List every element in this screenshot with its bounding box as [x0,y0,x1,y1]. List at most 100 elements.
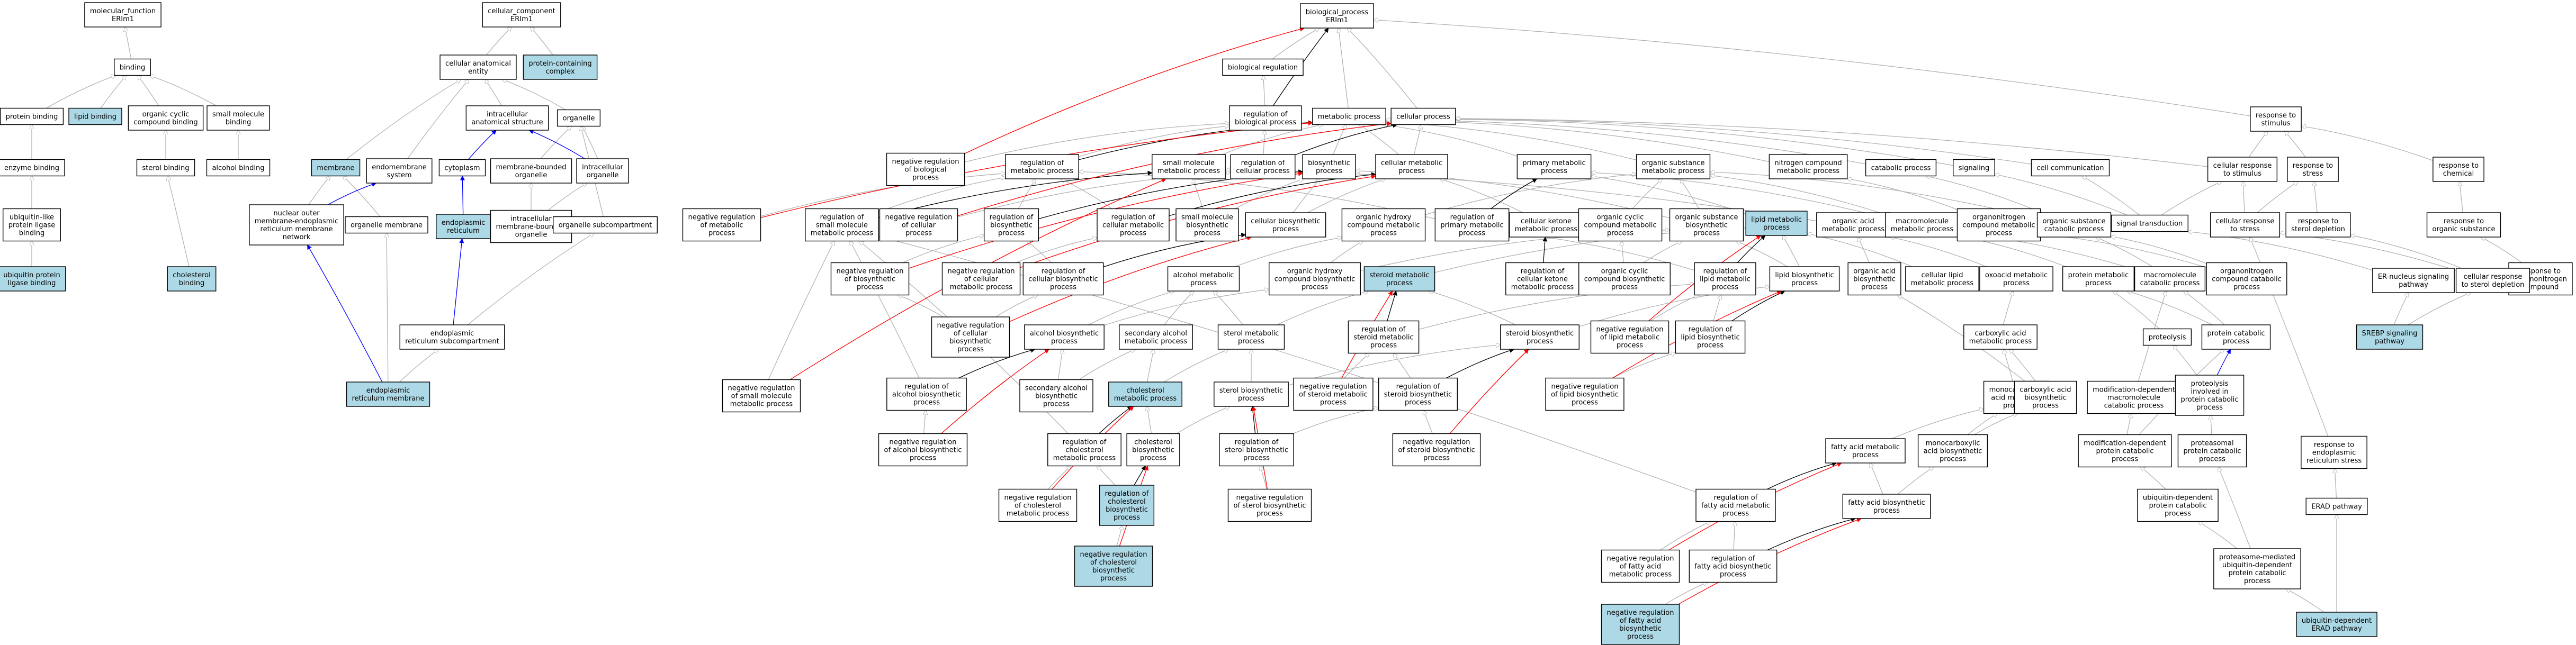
term-label-line: process [1541,167,1567,175]
term-label-line: process [1256,510,1283,518]
term-box [2305,497,2368,515]
term-box [1152,154,1226,179]
edge-is-a [2286,589,2324,613]
edge-is-a [2173,346,2197,376]
term-label-line: process [1386,279,1413,287]
term-label-line: cellular ketone [1517,276,1568,284]
term-label-line: organic acid [1832,217,1874,225]
term-label-line: cellular metabolic [1102,222,1164,230]
term-label-line: negative regulation [1004,494,1071,502]
term-box [1097,208,1170,242]
edge-is-a [1277,291,1368,325]
term-box [1769,266,1840,292]
term-box [1378,377,1458,411]
term-label-line: steroid biosynthetic [1384,391,1452,399]
term-box [3,208,61,242]
edge-is-a [1348,28,1417,108]
term-label-line: of cholesterol [1090,559,1137,567]
term-label-line: organic hydroxy [1287,268,1343,276]
term-label-line: reticulum subcompartment [405,338,499,346]
edge-is-a [2161,181,2222,216]
term-label-line: membrane [317,165,354,172]
term-box [941,262,1021,296]
term-label-line: cholesterol [173,271,210,279]
term-label-line: process [1617,342,1643,350]
term-label-line: membrane-bounded [496,163,566,171]
term-label-line: reticulum membrane [352,395,425,403]
go-term-erad: ERAD pathway [2305,497,2368,515]
term-label-line: to stress [2230,225,2260,233]
term-label-line: oxoacid metabolic [1985,271,2048,279]
term-label-line: ligase binding [8,279,56,287]
term-box [878,433,968,467]
term-label-line: cellular response [2213,162,2272,170]
term-label-line: of small molecule [731,393,792,401]
term-label-line: response to [2256,112,2296,120]
term-box [1434,208,1510,242]
term-label-line: process [1272,225,1299,233]
edge-regulates [1295,123,1398,156]
edge-is-a [1079,126,1229,157]
term-label-line: pathway [2399,281,2428,289]
term-label-line: membrane-bounded [496,223,566,231]
edge-is-a [1048,466,1071,489]
term-label-line: protein catabolic [2096,448,2153,456]
term-box [2014,380,2077,414]
term-label: sterol binding [142,165,189,172]
term-label-line: fatty acid metabolic [1831,443,1900,451]
term-label-line: process [1320,399,1347,407]
term-label-line: of steroid metabolic [1299,391,1368,399]
edge-is-a [1591,176,1746,214]
term-label-line: sterol depletion [2291,225,2345,233]
term-label-line: cholesterol [1134,439,1172,447]
edge-is-a [2350,235,2462,269]
edge-is-a [2243,181,2245,213]
term-label-line: small molecule [1163,159,1215,167]
term-box [1047,433,1121,467]
term-label-line: fatty acid biosynthetic [1848,499,1925,507]
term-box [1245,212,1326,238]
term-label: signaling [1959,165,1990,172]
term-label-line: organelle [587,171,619,179]
term-label-line: process [1763,224,1790,232]
term-box [1953,159,1995,177]
term-box [2078,434,2172,468]
term-label-line: binding [19,230,44,238]
term-label-line: biosynthetic [1186,222,1228,230]
edge-is-a [1650,295,1699,322]
term-label-line: process [1611,284,1638,292]
term-label-line: compound biosynthetic [1274,276,1356,284]
term-box [1578,262,1671,296]
term-label-line: negative regulation [1080,551,1147,559]
term-label-line: protein metabolic [2068,271,2129,279]
edge-is-a [1621,241,1623,263]
edge-is-a [1898,295,2025,382]
term-label-line: compound metabolic [1584,222,1656,230]
term-label-line: enzyme binding [4,165,59,172]
term-label-line: process [1238,338,1264,346]
edge-is-a [1061,179,1112,210]
term-label-line: small molecule [1181,214,1233,222]
